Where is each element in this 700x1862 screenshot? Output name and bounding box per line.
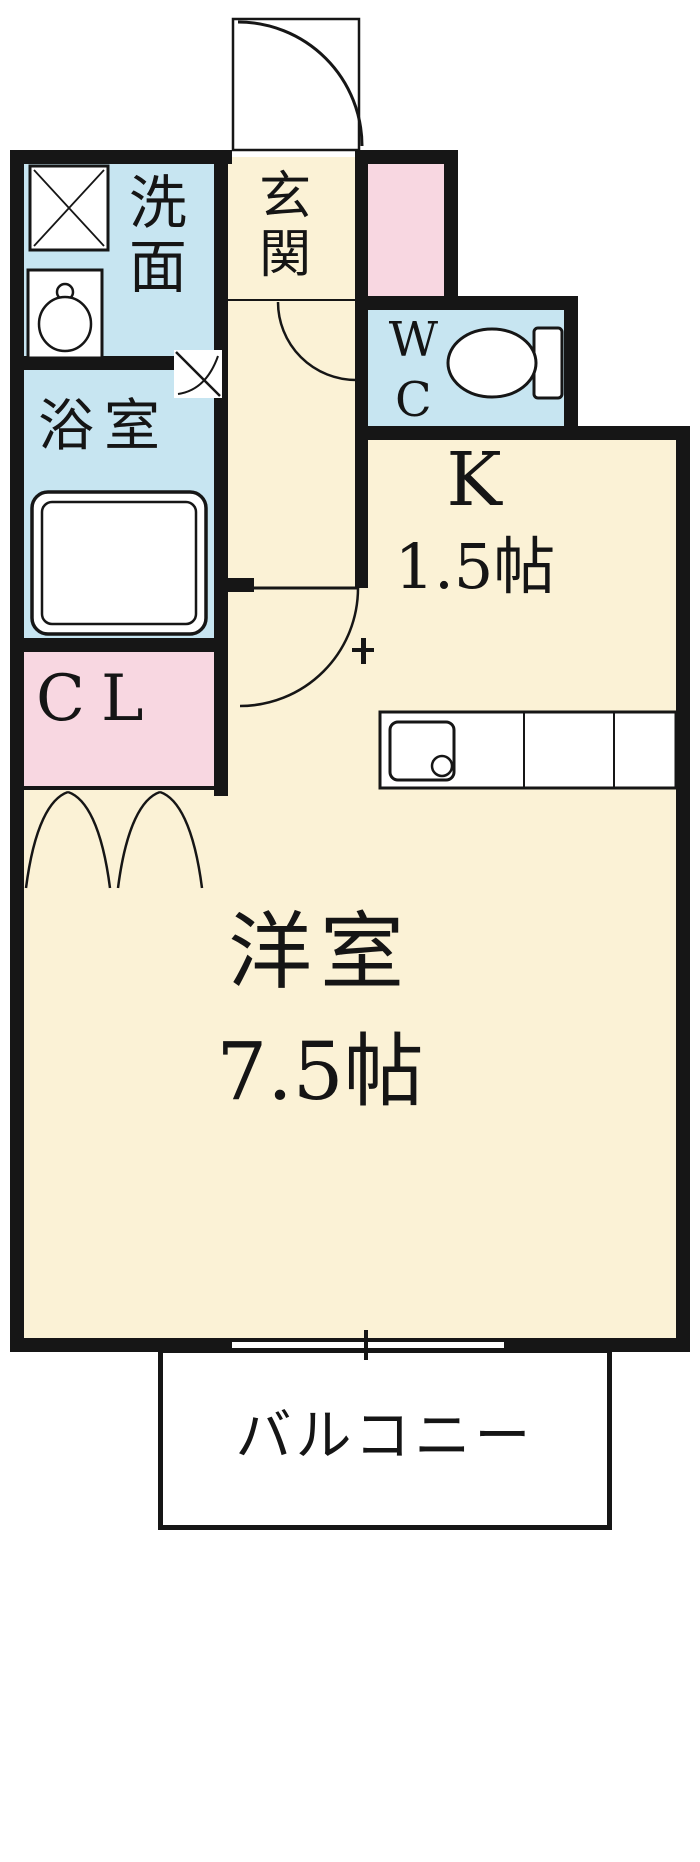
wall-segment <box>355 296 578 310</box>
wall-segment <box>214 150 228 796</box>
entrance-label: 玄関 <box>249 168 310 284</box>
wall-segment <box>355 440 368 588</box>
wall-segment <box>358 150 458 164</box>
wall-segment <box>355 426 690 440</box>
washroom-label: 洗面 <box>118 172 187 300</box>
wall-segment <box>564 296 578 440</box>
wall-segment <box>355 150 368 296</box>
kitchen-size: 1.5帖 <box>394 530 556 603</box>
exterior-right-of-wc <box>578 296 690 440</box>
wall-segment <box>444 150 458 310</box>
wall-segment <box>676 440 690 1352</box>
main-room-label: 洋室 <box>227 903 412 1001</box>
wall-segment <box>24 638 214 652</box>
bathroom-label: 浴室 <box>38 394 170 459</box>
balcony-window-tick <box>364 1330 368 1360</box>
balcony-label: バルコニー <box>235 1404 535 1469</box>
wall-segment <box>355 310 368 426</box>
shaft-area <box>362 157 451 303</box>
exterior-top-right <box>458 140 690 300</box>
balcony-window <box>232 1340 504 1350</box>
wc-label: WC <box>385 312 442 432</box>
wall-segment <box>10 150 24 1352</box>
kitchen-label: K <box>446 437 502 523</box>
main-room-size: 7.5帖 <box>216 1025 424 1118</box>
wall-segment <box>24 356 214 370</box>
wall-segment <box>10 150 232 164</box>
closet-area <box>17 645 221 790</box>
closet-front-line <box>24 786 214 790</box>
entrance-door <box>231 17 364 152</box>
door-frame-tick <box>352 648 374 652</box>
door-hinge-stub <box>228 578 254 592</box>
closet-label: CL <box>36 662 160 736</box>
